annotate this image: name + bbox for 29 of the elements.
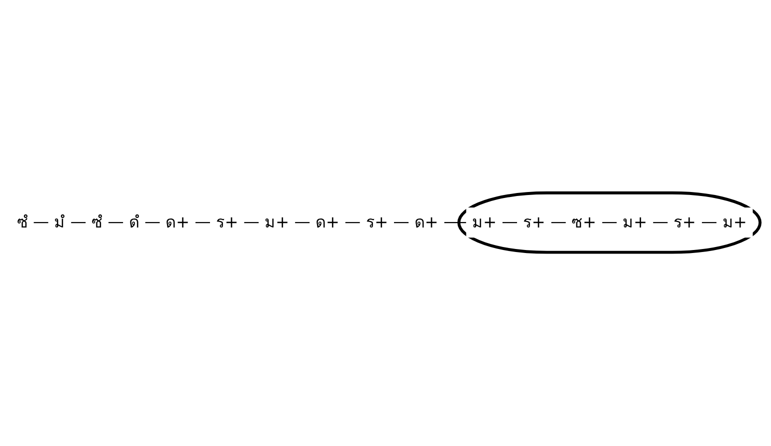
node-text: ม+ (622, 214, 648, 232)
node-text: ร+ (216, 214, 238, 232)
node-text: ร+ (366, 214, 388, 232)
node-text: ด+ (166, 214, 190, 232)
connector (295, 222, 310, 224)
node-text: ซํ (16, 214, 28, 232)
connector (108, 222, 124, 224)
connector (502, 222, 518, 224)
connector (345, 222, 360, 224)
node-text: ด+ (414, 214, 438, 232)
connector (444, 222, 466, 224)
node-text: ซ+ (572, 214, 596, 232)
connector (551, 222, 566, 224)
connector (702, 222, 716, 224)
connector (244, 222, 259, 224)
node-text: ดํ (129, 214, 140, 232)
node-text: ม+ (264, 214, 290, 232)
node-text: ร+ (523, 214, 546, 232)
node-text: ซํ (92, 214, 103, 232)
connector (602, 222, 617, 224)
connector (145, 222, 160, 224)
connector (394, 222, 409, 224)
connector (34, 222, 48, 224)
connector (195, 222, 210, 224)
connector (71, 222, 86, 224)
node-text: มํ (54, 214, 66, 232)
connector (653, 222, 668, 224)
node-text: ร+ (674, 214, 696, 232)
node-text: ด+ (316, 214, 340, 232)
